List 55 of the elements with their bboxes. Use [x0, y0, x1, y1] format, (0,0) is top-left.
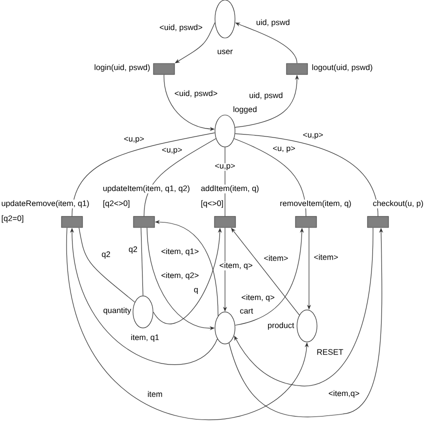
- edge-label: item, q1: [130, 334, 160, 342]
- connector-line: [234, 133, 378, 216]
- transition-bar: [153, 63, 175, 75]
- edge-label: <uid, pswd>: [174, 90, 218, 98]
- edge-label: q: [193, 287, 199, 295]
- connector-line: [78, 227, 136, 302]
- edge-label: <u,p>: [161, 147, 183, 155]
- connector-line: [234, 138, 306, 216]
- edge-label: <u,p>: [302, 132, 324, 140]
- transition-label: addItem(item, q): [200, 184, 260, 194]
- edge-label: <u,p>: [214, 163, 236, 171]
- edge-label: <item,q>: [328, 390, 360, 398]
- connector-line: [72, 132, 216, 216]
- edge-label: uid, pswd: [248, 92, 284, 100]
- transition-bar: [295, 216, 317, 228]
- place-label: user: [216, 49, 234, 55]
- edge-label: <item>: [313, 253, 339, 261]
- arrow: [234, 227, 374, 386]
- place-label: quantity: [102, 306, 132, 316]
- edge-label: <u, p>: [272, 146, 296, 154]
- edge-label: <u,p>: [123, 136, 145, 144]
- transition-bar: [286, 63, 308, 75]
- transition-bar: [61, 216, 83, 228]
- edge-label: <item, q>: [240, 294, 276, 302]
- transition-label: login(uid, pswd): [94, 64, 151, 72]
- transition-bar: [133, 216, 155, 228]
- edge-label: q2: [100, 250, 112, 260]
- connector-line: [144, 138, 216, 216]
- place-label: product: [266, 322, 295, 330]
- place-circle: [214, 114, 236, 148]
- guard-label: [q<>0]: [200, 200, 224, 208]
- connector-line: [140, 227, 144, 296]
- edge-label: <uid, pswd>: [158, 24, 204, 32]
- place-circle: [132, 296, 154, 328]
- edge-label: item: [146, 390, 164, 398]
- transition-label: updateItem(item, q1, q2): [102, 184, 191, 194]
- transition-label: removeItem(item, q): [279, 200, 352, 208]
- transition-bar: [367, 216, 389, 228]
- place-circle: [214, 312, 236, 344]
- guard-label: [q2=0]: [0, 214, 24, 224]
- edge-label: RESET: [316, 348, 344, 356]
- guard-label: [q2<>0]: [102, 200, 131, 208]
- edge-label: q2: [128, 246, 138, 254]
- edge-label: <item, q2>: [160, 272, 200, 280]
- place-circle: [296, 310, 318, 342]
- transition-label: updateRemove(item, q1): [0, 200, 90, 208]
- edge-label: <item, q1>: [160, 248, 200, 256]
- transition-label: checkout(u, p): [372, 200, 424, 208]
- edge-label: uid, pswd: [256, 18, 290, 28]
- place-label: logged: [232, 106, 258, 114]
- transition-bar: [214, 216, 236, 228]
- transition-label: logout(uid, pswd): [311, 64, 374, 72]
- edge-label: <item>: [263, 254, 289, 262]
- place-label: cart: [239, 308, 254, 314]
- edge-label: <item, q>: [218, 262, 254, 270]
